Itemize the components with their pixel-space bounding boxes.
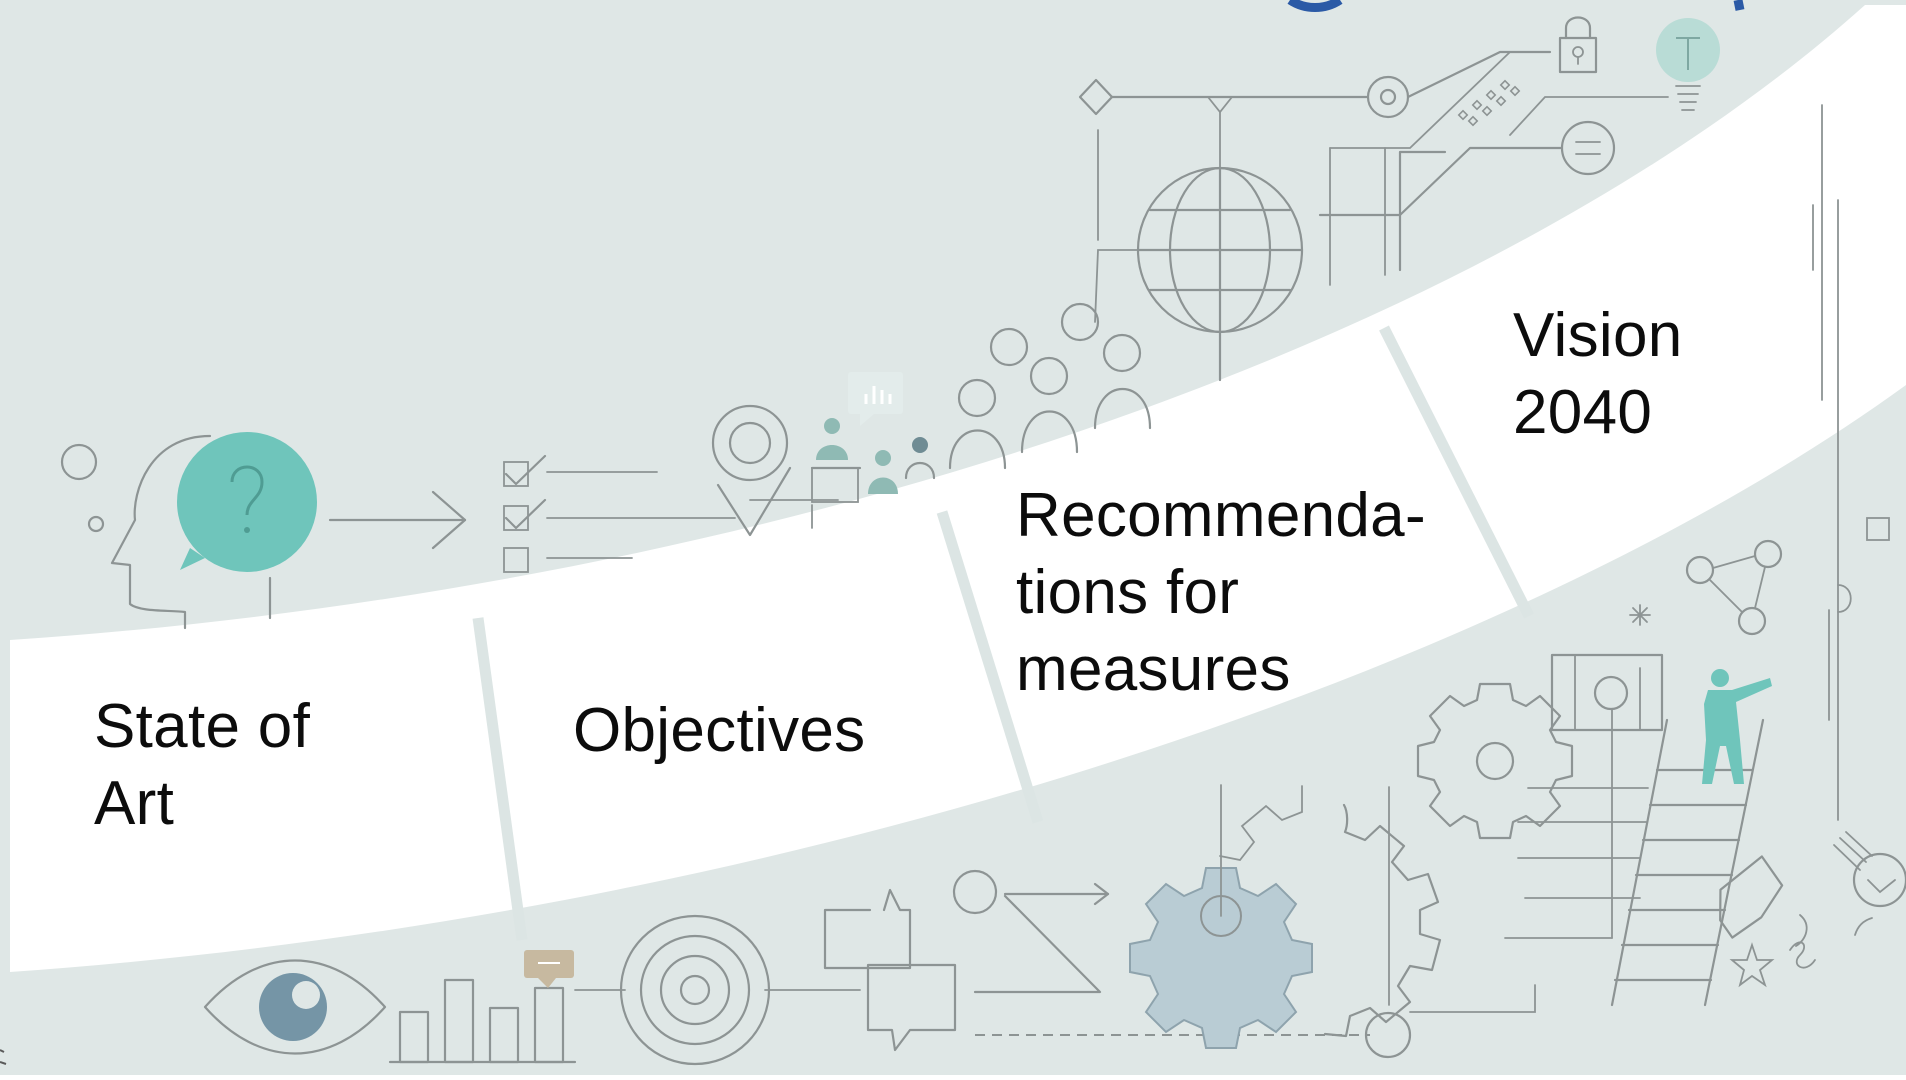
presentation-meeting-icon <box>810 372 936 529</box>
stage-label-recommendations: Recommenda- tions for measures <box>1016 481 1426 704</box>
checklist-icon <box>503 454 736 573</box>
network-circuit-icon <box>1078 50 1669 286</box>
roadmap-path <box>10 5 1906 972</box>
stage-label-state-of-art: State of Art <box>94 692 311 838</box>
lightbulb-icon <box>1656 18 1720 111</box>
eye-icon <box>203 959 387 1055</box>
maze-target-icon <box>574 914 861 1066</box>
process-arrow-icon <box>952 869 1536 1059</box>
misc-doodles <box>1719 831 1906 988</box>
head-question-icon <box>60 432 317 630</box>
right-vertical-lines <box>1812 104 1852 821</box>
target-icon <box>711 404 839 537</box>
bar-chart-icon <box>388 950 577 1064</box>
gear-icon <box>1129 784 1313 1049</box>
title-fragment <box>1287 0 1343 12</box>
stage-divider <box>472 617 528 941</box>
globe-icon <box>1097 129 1304 382</box>
edge-fragment <box>0 1049 7 1065</box>
stage-label-vision-2040: Vision 2040 <box>1513 301 1683 447</box>
people-group-icon <box>948 249 1152 470</box>
stage-divider <box>936 510 1044 824</box>
triangle-network-icon <box>1629 517 1890 636</box>
gear-icon <box>1219 785 1442 1038</box>
title-fragment <box>1733 0 1745 11</box>
chat-bubbles-icon <box>823 888 957 1052</box>
monitor-icon <box>1550 653 1664 732</box>
stage-divider <box>1379 325 1534 619</box>
lock-icon <box>1558 16 1598 74</box>
stage-label-objectives: Objectives <box>573 696 866 765</box>
gear-icon <box>1416 682 1574 840</box>
ladder-person-icon <box>1504 669 1772 1007</box>
arrow-right-icon <box>328 490 467 550</box>
